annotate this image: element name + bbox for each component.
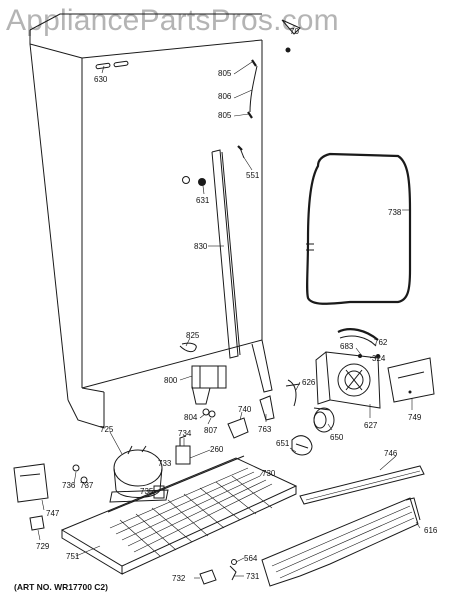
part-label-806: 806 bbox=[218, 92, 232, 101]
part-label-807: 807 bbox=[204, 426, 218, 435]
leader-lines bbox=[37, 61, 421, 579]
part-label-70: 70 bbox=[290, 27, 299, 36]
part-label-805a: 805 bbox=[218, 69, 232, 78]
part-label-733: 733 bbox=[158, 459, 172, 468]
part-label-805b: 805 bbox=[218, 111, 232, 120]
part-label-751: 751 bbox=[66, 552, 80, 561]
art-number-caption: (ART NO. WR17700 C2) bbox=[14, 582, 108, 592]
part-label-730: 730 bbox=[262, 469, 276, 478]
part-label-729: 729 bbox=[36, 542, 50, 551]
small-brackets bbox=[175, 379, 301, 465]
condenser-base-pan bbox=[60, 455, 298, 575]
part-label-683: 683 bbox=[340, 342, 354, 351]
part-label-747: 747 bbox=[46, 509, 60, 518]
part-label-732: 732 bbox=[172, 574, 186, 583]
part-label-736: 736 bbox=[62, 481, 76, 490]
water-valve bbox=[191, 365, 227, 418]
evaporator-fan-shroud bbox=[315, 328, 381, 409]
part-label-800: 800 bbox=[164, 376, 178, 385]
part-label-630: 630 bbox=[94, 75, 108, 84]
part-label-746: 746 bbox=[384, 449, 398, 458]
bottom-small-parts bbox=[199, 559, 237, 585]
condenser-grille bbox=[261, 497, 421, 587]
relay-and-terminals bbox=[13, 463, 165, 531]
part-number-labels: 70 630 805 806 805 551 631 738 830 825 7… bbox=[36, 27, 438, 583]
part-label-749: 749 bbox=[408, 413, 422, 422]
part-label-763: 763 bbox=[258, 425, 272, 434]
part-label-650: 650 bbox=[330, 433, 344, 442]
part-label-651: 651 bbox=[276, 439, 290, 448]
part-label-734: 734 bbox=[178, 429, 192, 438]
drain-rail bbox=[299, 465, 425, 505]
part-label-825: 825 bbox=[186, 331, 200, 340]
part-label-564: 564 bbox=[244, 554, 258, 563]
fan-motor bbox=[291, 407, 335, 456]
part-label-631: 631 bbox=[196, 196, 210, 205]
part-label-731: 731 bbox=[246, 572, 260, 581]
part-label-260: 260 bbox=[210, 445, 224, 454]
part-label-737: 737 bbox=[80, 481, 94, 490]
part-label-626: 626 bbox=[302, 378, 316, 387]
part-label-551: 551 bbox=[246, 171, 260, 180]
part-label-804: 804 bbox=[184, 413, 198, 422]
part-label-627: 627 bbox=[364, 421, 378, 430]
part-label-725: 725 bbox=[100, 425, 114, 434]
fan-cover-panel bbox=[387, 357, 435, 403]
part-label-830: 830 bbox=[194, 242, 208, 251]
defrost-heater-loop bbox=[306, 152, 412, 305]
part-label-324: 324 bbox=[372, 354, 386, 363]
part-label-740: 740 bbox=[238, 405, 252, 414]
refrigerator-cabinet bbox=[29, 13, 301, 429]
part-label-616: 616 bbox=[424, 526, 438, 535]
part-label-762: 762 bbox=[374, 338, 388, 347]
compressor bbox=[109, 445, 169, 503]
part-label-735: 735 bbox=[140, 487, 154, 496]
part-label-738: 738 bbox=[388, 208, 402, 217]
